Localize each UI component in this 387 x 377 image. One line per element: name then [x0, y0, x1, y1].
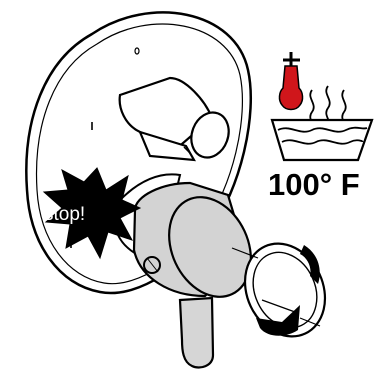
lever-handle [180, 298, 213, 368]
temperature-label: 100° F [268, 168, 387, 202]
stop-label: stop! [44, 205, 85, 225]
thermometer-icon [279, 52, 302, 110]
